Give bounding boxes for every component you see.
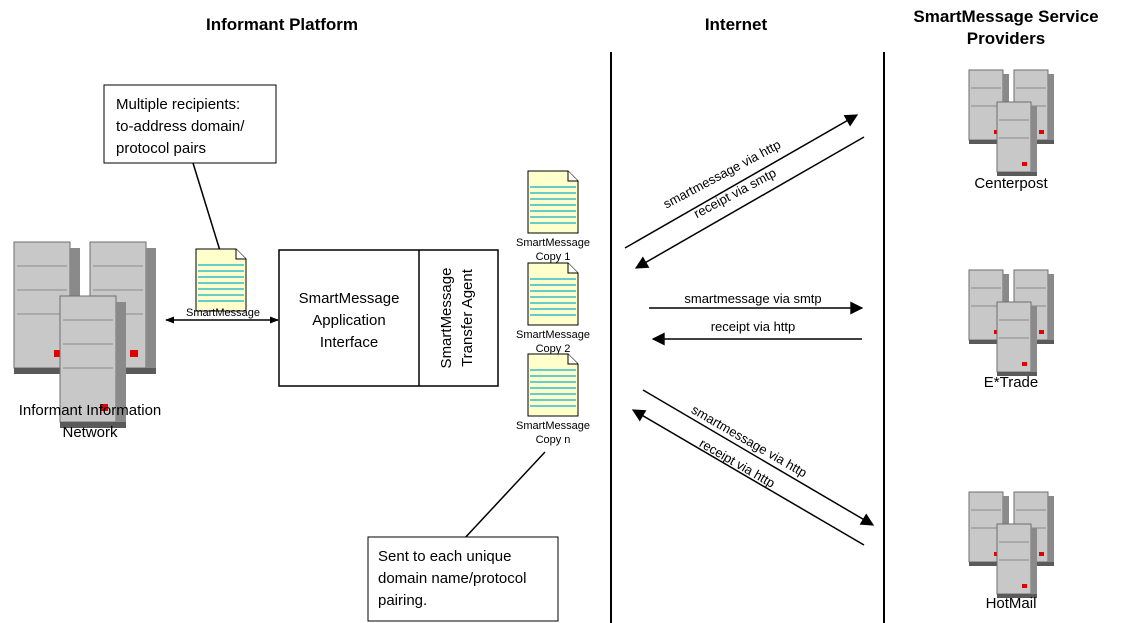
sent-callout-line1: Sent to each unique (378, 548, 511, 565)
smartmessage-document-icon (195, 248, 247, 312)
hotmail-server-icon (968, 491, 1055, 599)
sent-callout-line3: pairing. (378, 592, 427, 609)
centerpost-label: Centerpost (974, 175, 1048, 192)
recipients-callout-box (103, 84, 277, 164)
copy1-label-line1: SmartMessage (516, 237, 590, 249)
hotmail-in-arrow (631, 409, 865, 546)
copy2-label-line2: Copy 2 (536, 343, 571, 355)
api-box-line2: Application (312, 312, 385, 329)
copyn-label-line1: SmartMessage (516, 420, 590, 432)
hotmail-out-arrow (642, 389, 875, 526)
copy2-label-line1: SmartMessage (516, 329, 590, 341)
centerpost-in-arrow (634, 136, 865, 269)
api-box-line1: SmartMessage (299, 290, 400, 307)
sent-callout-line2: domain name/protocol (378, 570, 526, 587)
informant-network-servers-icon (13, 241, 157, 429)
providers-header-line1: SmartMessage Service (913, 7, 1098, 26)
copy1-label-line2: Copy 1 (536, 251, 571, 263)
sent-callout-pointer (462, 451, 546, 541)
network-label-line1: Informant Information (19, 402, 162, 419)
agent-box-line2: Transfer Agent (459, 268, 476, 367)
recipients-callout-line3: protocol pairs (116, 140, 206, 157)
copy1-document-icon (527, 170, 579, 234)
recipients-callout-pointer (192, 162, 222, 255)
agent-box-line1: SmartMessage (438, 268, 455, 369)
platform-header: Informant Platform (206, 15, 358, 34)
api-box (278, 249, 499, 387)
etrade-out-label: smartmessage via smtp (684, 291, 821, 306)
hotmail-label: HotMail (986, 595, 1037, 612)
etrade-label: E*Trade (984, 374, 1038, 391)
etrade-server-icon (968, 269, 1055, 377)
api-box-line3: Interface (320, 334, 378, 351)
copy2-document-icon (527, 262, 579, 326)
copyn-document-icon (527, 353, 579, 417)
network-label-line2: Network (62, 424, 118, 441)
recipients-callout-line2: to-address domain/ (116, 118, 245, 135)
copyn-label-line2: Copy n (536, 434, 571, 446)
internet-header: Internet (705, 15, 768, 34)
centerpost-server-icon (968, 69, 1055, 177)
smartmessage-doc-label: SmartMessage (186, 307, 260, 319)
recipients-callout-line1: Multiple recipients: (116, 96, 240, 113)
centerpost-out-arrow (624, 114, 859, 249)
etrade-in-label: receipt via http (711, 319, 796, 334)
providers-header-line2: Providers (967, 29, 1045, 48)
sent-callout-box (367, 536, 559, 622)
